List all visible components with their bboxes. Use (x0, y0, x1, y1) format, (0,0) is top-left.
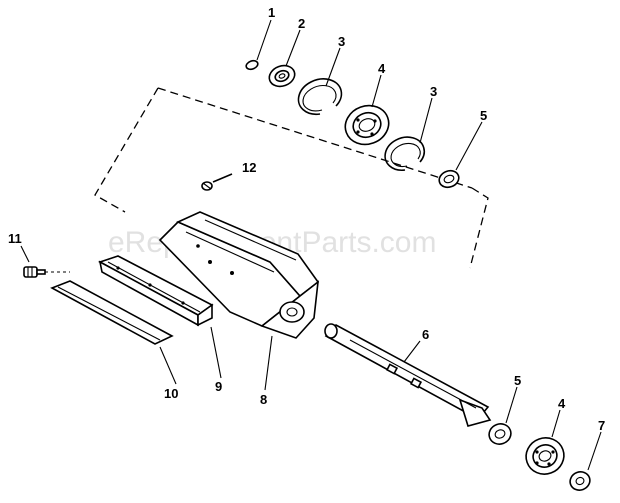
assembly-bracket (94, 87, 489, 269)
callout-6: 6 (422, 327, 429, 342)
leader-lines (20, 19, 602, 471)
part-7-washer (569, 471, 591, 491)
part-4-bearing-upper (344, 104, 390, 146)
callout-labels: 1 2 3 4 3 5 12 11 6 5 4 7 10 9 8 (8, 5, 605, 433)
part-12-screw (201, 173, 233, 191)
part-3-retaining-ring-lower (384, 136, 425, 172)
part-4-bearing-lower (525, 437, 565, 475)
part-6-shaft (324, 323, 492, 427)
callout-4-lower: 4 (558, 396, 566, 411)
part-3-retaining-ring-upper (297, 78, 343, 116)
part-10-blade (50, 280, 174, 345)
part-8-cutterhead (158, 211, 320, 339)
part-5-washer-lower (488, 423, 512, 445)
part-11-bolt (23, 266, 70, 278)
part-9-blade-holder (97, 255, 214, 327)
callout-5-upper: 5 (480, 108, 487, 123)
callout-11: 11 (8, 231, 22, 246)
callout-3-lower: 3 (430, 84, 437, 99)
callout-7: 7 (598, 418, 605, 433)
callout-10: 10 (164, 386, 178, 401)
callout-4-upper: 4 (378, 61, 386, 76)
callout-8: 8 (260, 392, 267, 407)
part-2-bearing (268, 64, 296, 88)
callout-2: 2 (298, 16, 305, 31)
callout-3-upper: 3 (338, 34, 345, 49)
part-1-o-ring (245, 59, 259, 71)
callout-5-lower: 5 (514, 373, 521, 388)
callout-9: 9 (215, 379, 222, 394)
part-5-washer-upper (438, 169, 460, 189)
callout-1: 1 (268, 5, 275, 20)
callout-12: 12 (242, 160, 256, 175)
